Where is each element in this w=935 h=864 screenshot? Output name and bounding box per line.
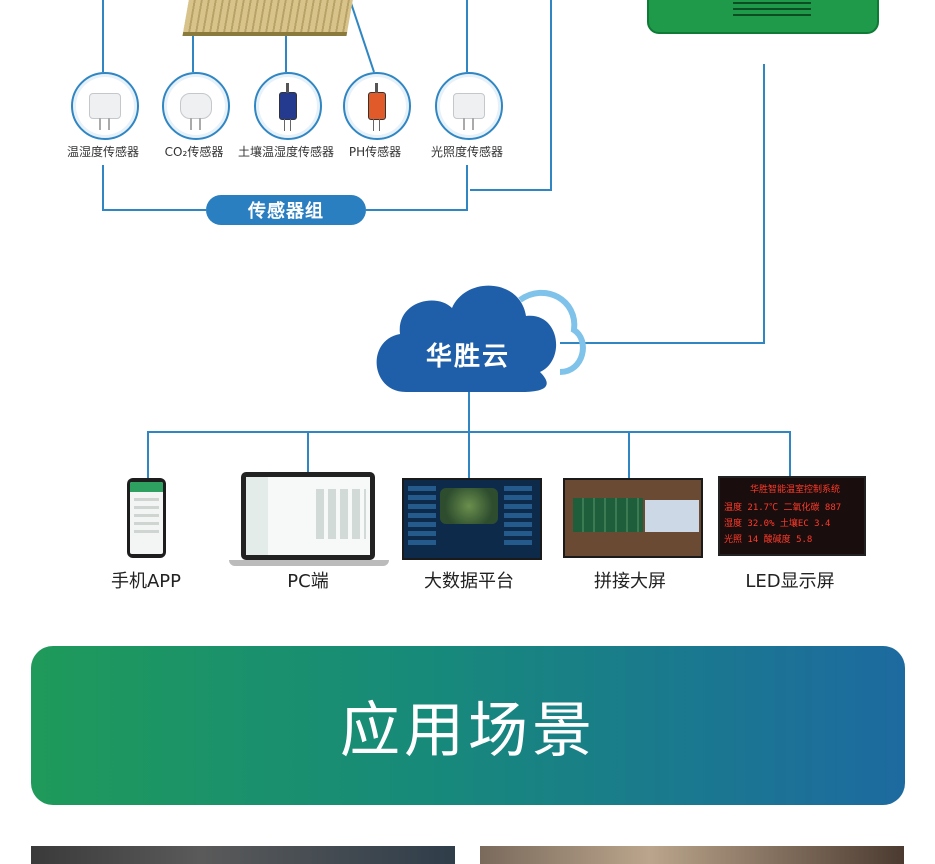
co2-sensor-icon <box>162 72 230 140</box>
scene-photo <box>480 846 904 864</box>
laptop-base <box>229 560 389 566</box>
sensor-label: 温湿度传感器 <box>66 145 140 159</box>
endpoint-label: LED显示屏 <box>745 571 835 592</box>
cloud-label: 华胜云 <box>425 342 510 372</box>
sensor-label: 土壤温湿度传感器 <box>237 145 335 159</box>
led-board-icon: 华胜智能温室控制系统 温度 21.7℃ 二氧化碳 887 湿度 32.0% 土壤… <box>718 476 866 556</box>
greenhouse-image <box>182 0 354 36</box>
light-sensor-icon <box>435 72 503 140</box>
soil-probe-icon <box>254 72 322 140</box>
endpoint-label: 大数据平台 <box>424 571 514 592</box>
led-title: 华胜智能温室控制系统 <box>750 485 841 495</box>
video-wall-icon <box>563 478 703 558</box>
endpoint-label: 拼接大屏 <box>594 571 666 592</box>
sensor-label: PH传感器 <box>348 145 402 159</box>
enclosure-sensor-icon <box>71 72 139 140</box>
cloud-icon <box>376 285 586 392</box>
led-row: 湿度 32.0% 土壤EC 3.4 <box>724 519 831 529</box>
sensor-group-label: 传感器组 <box>206 195 366 225</box>
endpoint-label: 手机APP <box>110 571 182 592</box>
scene-photo <box>31 846 455 864</box>
ph-probe-icon <box>343 72 411 140</box>
controller-panel <box>647 0 879 34</box>
banner-title: 应用场景 <box>340 696 596 766</box>
section-banner: 应用场景 <box>31 646 905 805</box>
led-row: 光照 14 酸碱度 5.8 <box>724 535 813 545</box>
laptop-icon <box>241 472 375 560</box>
big-data-screen-icon <box>402 478 542 560</box>
sensor-label: 光照度传感器 <box>430 145 504 159</box>
endpoint-label: PC端 <box>287 571 329 592</box>
led-row: 温度 21.7℃ 二氧化碳 887 <box>724 503 842 513</box>
sensor-label: CO₂传感器 <box>164 145 224 159</box>
phone-icon <box>127 478 166 558</box>
